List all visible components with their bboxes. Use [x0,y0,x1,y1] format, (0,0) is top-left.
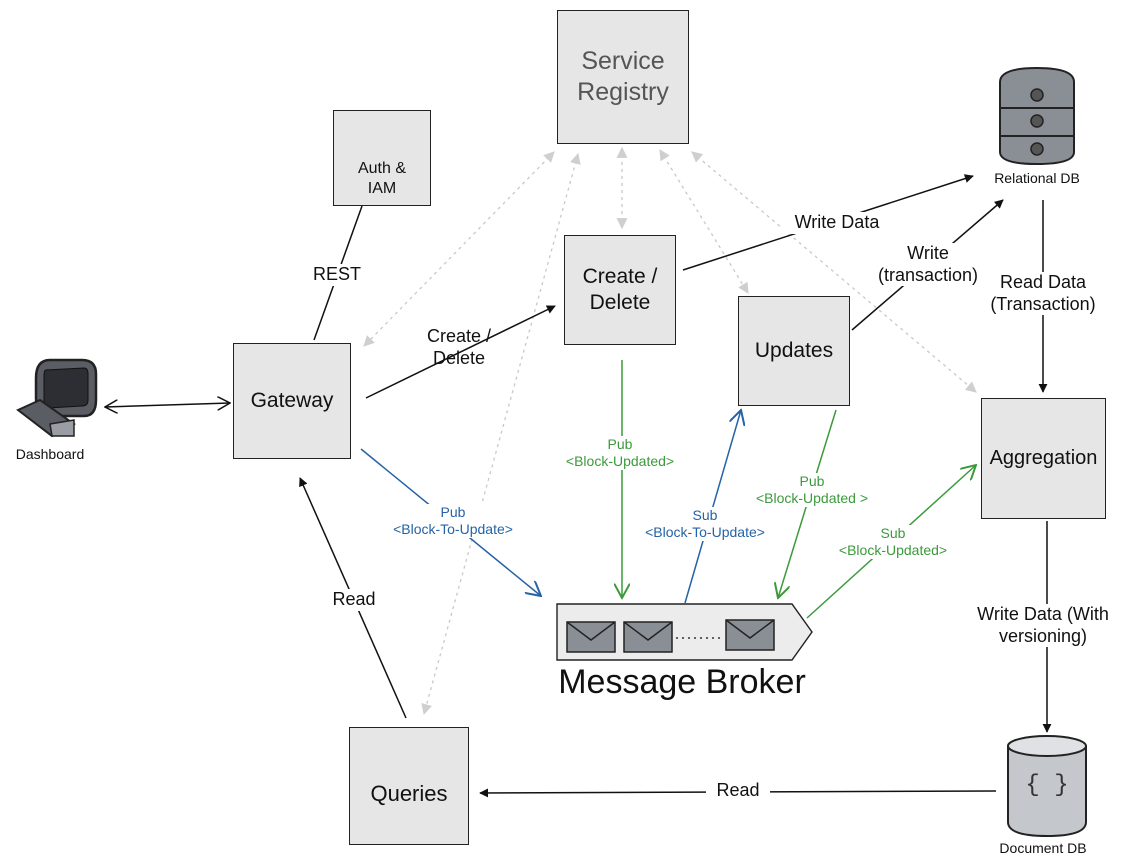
document-db-label: Document DB [999,840,1087,856]
message-broker-label: Message Broker [558,663,806,701]
envelope-icon [623,621,673,653]
gateway-label: Gateway [250,388,334,412]
queries-label: Queries [370,781,448,806]
sub-block-updated-label: Sub <Block-Updated> [822,525,964,559]
aggregation-label: Aggregation [989,447,1098,469]
read-queries-label: Read [706,780,770,802]
create-delete-edge-label: Create / Delete [426,326,492,368]
broker-updates-sub-arrow [684,410,741,604]
relational-db-label: Relational DB [994,170,1080,186]
updates-label: Updates [754,338,834,362]
dashboard-gateway-arrow [105,403,230,407]
envelope-icon [725,619,775,651]
pub-block-to-update-label: Pub <Block-To-Update> [376,504,530,538]
service-registry-node[interactable]: Service Registry [557,10,689,144]
pub-block-updated-label: Pub <Block-Updated> [550,436,690,470]
queries-node[interactable]: Queries [349,727,469,845]
registry-aggregation-link [691,151,977,393]
message-broker-shape [556,603,813,661]
registry-queries-link [421,152,581,716]
auth-iam-node[interactable]: Auth & IAM [333,110,431,206]
pub-block-updated-2-label: Pub <Block-Updated > [740,473,884,507]
create-delete-label: Create / Delete [582,264,658,314]
envelope-icon [566,621,616,653]
write-data-label: Write Data [782,212,892,234]
computer-icon [16,358,98,438]
auth-iam-label: Auth & IAM [357,160,407,197]
document-db-glyph: { } [1025,772,1069,799]
read-gateway-label: Read [322,589,386,611]
updates-node[interactable]: Updates [738,296,850,406]
sub-block-to-update-label: Sub <Block-To-Update> [628,507,782,541]
service-registry-label: Service Registry [577,46,669,106]
aggregation-node[interactable]: Aggregation [981,398,1106,519]
read-data-transaction-label: Read Data (Transaction) [980,272,1106,316]
write-data-versioning-label: Write Data (With versioning) [962,604,1124,648]
database-icon [999,66,1075,166]
gateway-node[interactable]: Gateway [233,343,351,459]
gateway-create-arrow [365,305,556,399]
document-db-icon [1007,735,1087,838]
write-transaction-label: Write (transaction) [866,243,990,287]
dashboard-label: Dashboard [15,446,85,462]
rest-label: REST [300,264,374,286]
create-delete-node[interactable]: Create / Delete [564,235,676,345]
